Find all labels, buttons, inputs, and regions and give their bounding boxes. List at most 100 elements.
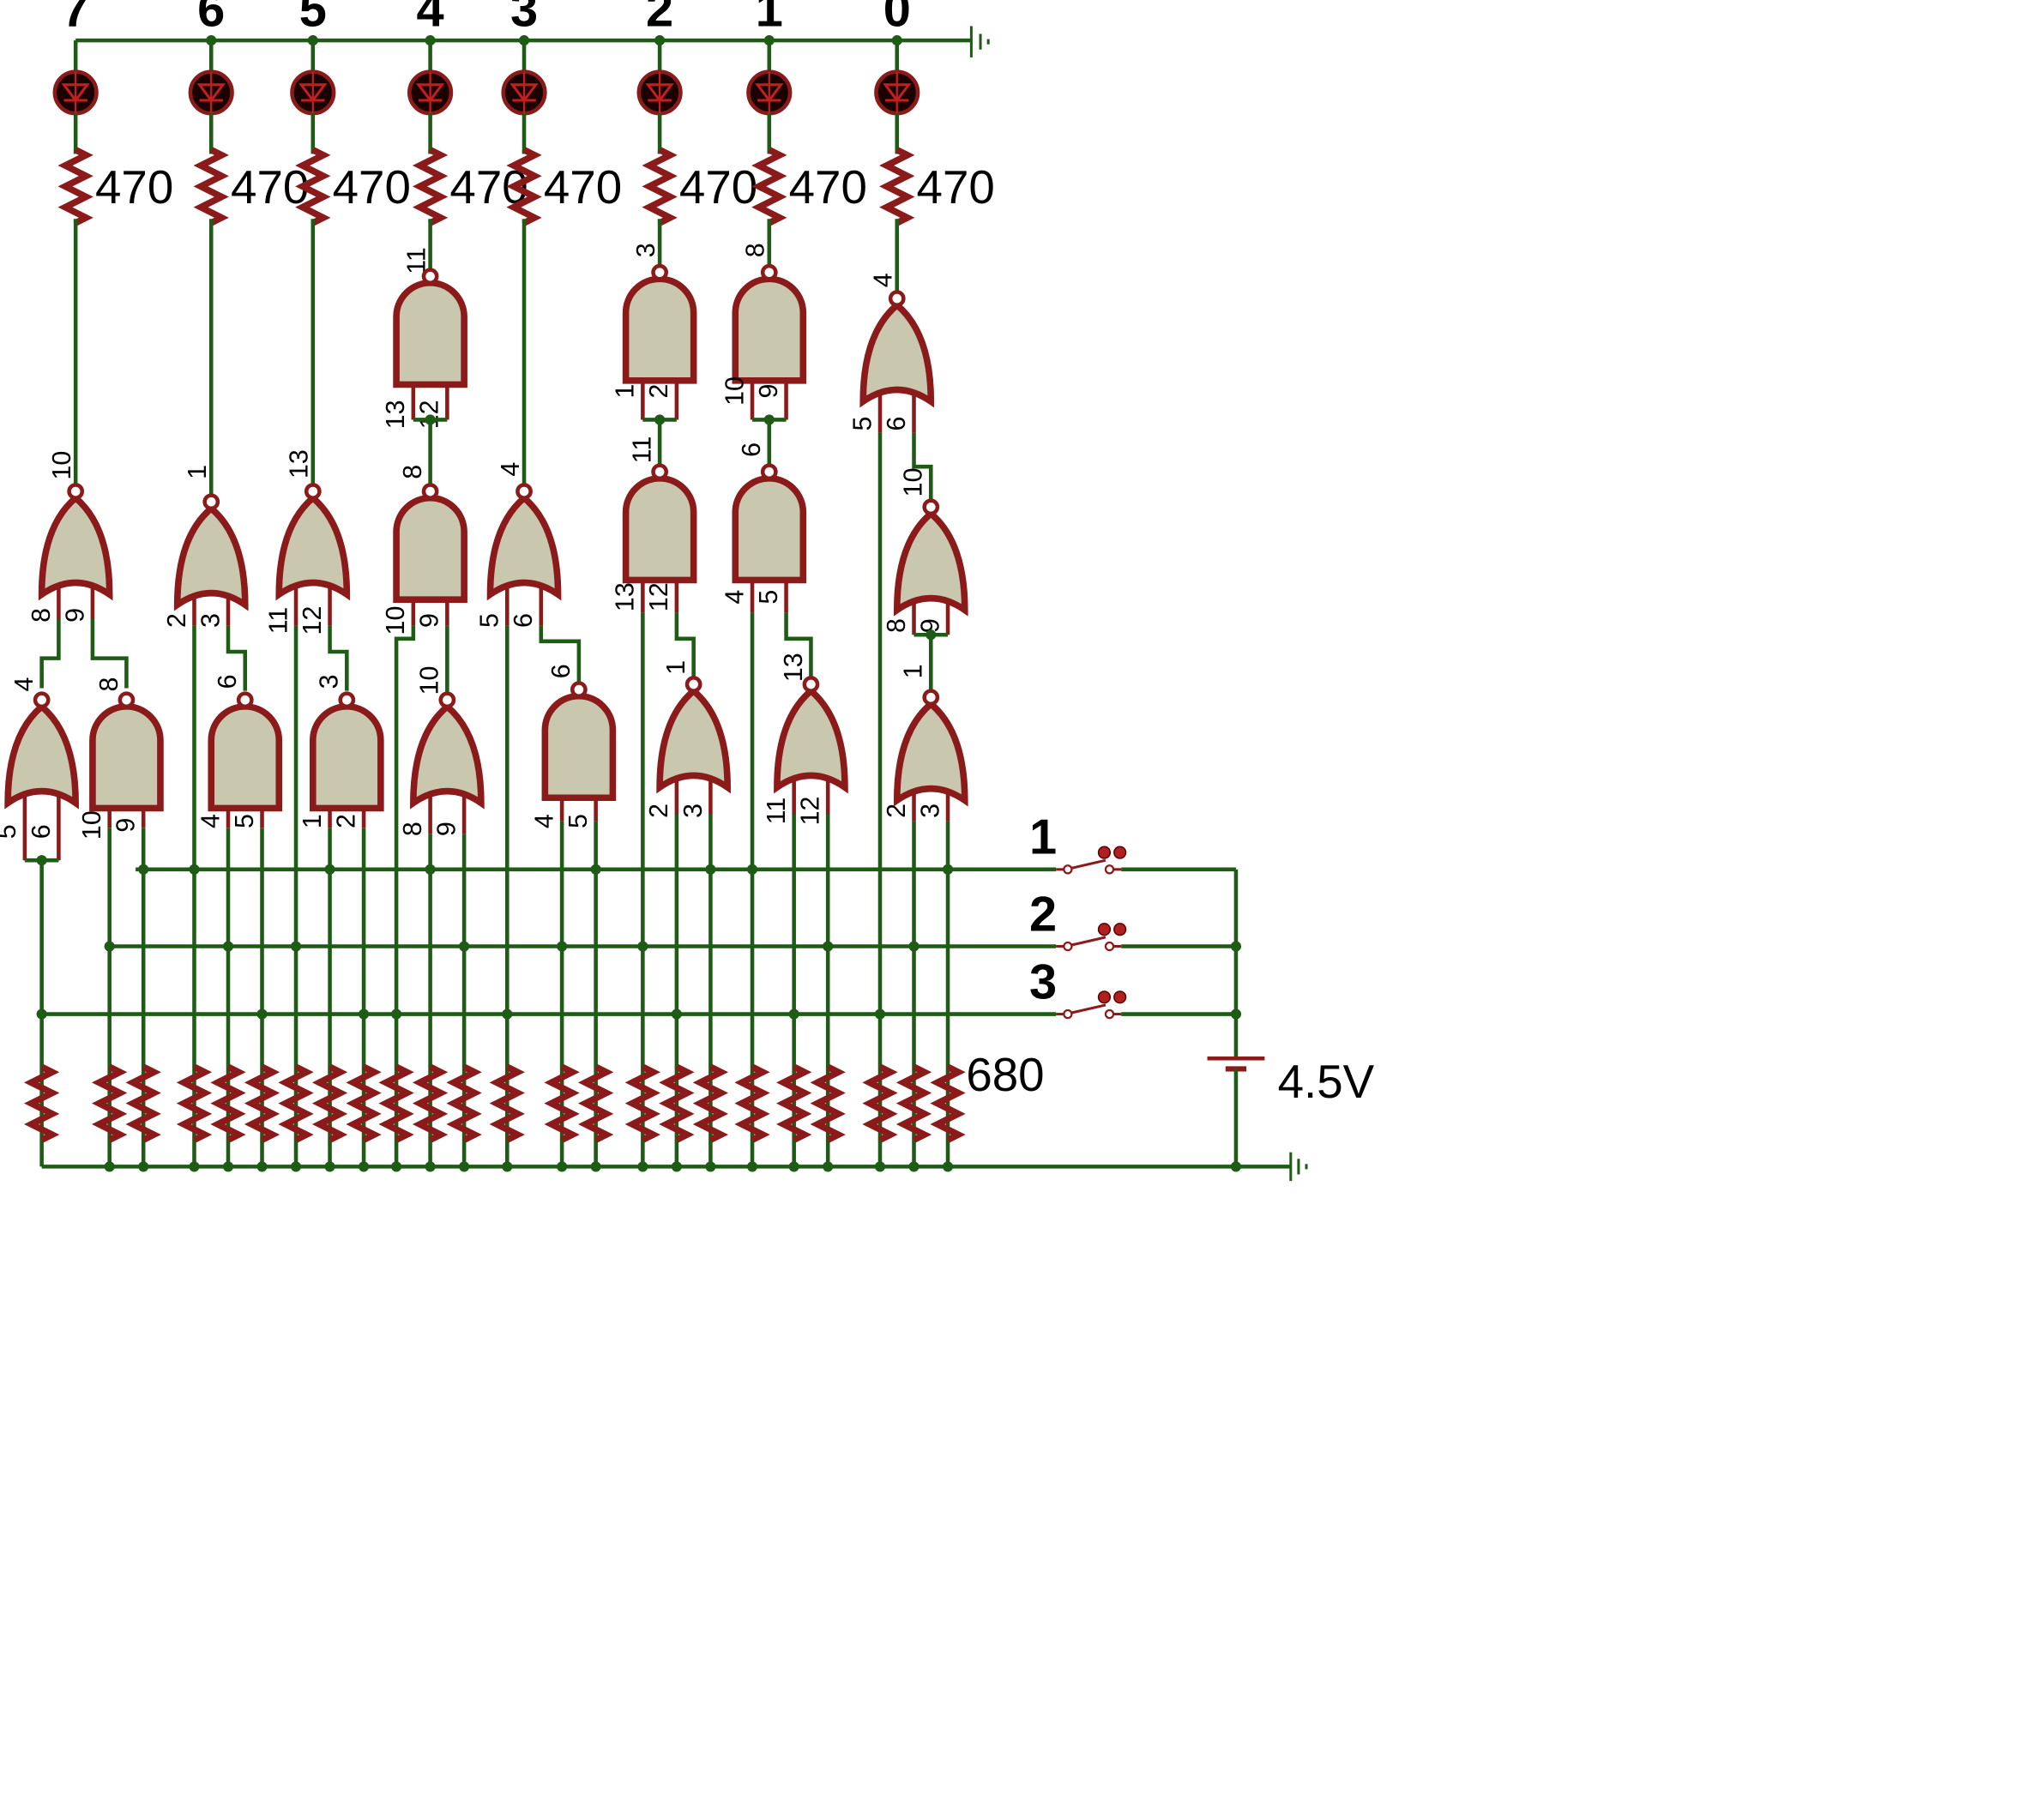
bit-label: 5 [299,0,327,37]
pin-number: 8 [27,608,56,623]
pin-number: 5 [0,824,21,839]
pin-number: 5 [230,814,259,828]
switch-button-icon[interactable] [1097,846,1112,859]
and-gate-b4 [393,483,467,603]
pulldown-resistor [210,1063,246,1143]
pulldown-resistor [378,1063,414,1143]
pin-number: 1 [611,384,640,399]
pulldown-resistor [862,1063,898,1143]
battery-icon [1207,1056,1265,1072]
pin-number: 9 [431,822,461,836]
pulldown-resistor [692,1063,729,1143]
nand-gate-b2 [622,463,697,584]
pulldown-resistor [577,1063,614,1143]
pin-number: 5 [754,590,783,605]
pin-number: 9 [415,613,444,628]
pin-number: 2 [162,613,191,628]
pin-number: 1 [899,664,928,678]
nand-gate-b2-top [622,263,697,384]
pin-number: 5 [847,417,877,431]
bit-label: 1 [756,0,783,37]
series-resistor [57,147,93,226]
switch-label: 2 [1029,887,1057,942]
switch-button-icon[interactable] [1097,990,1112,1004]
pin-number: 4 [529,814,558,828]
pin-number: 9 [754,384,783,399]
resistor-value: 470 [789,160,867,214]
pin-number: 6 [546,664,576,678]
pulldown-resistor [92,1063,128,1143]
pulldown-resistor [895,1063,932,1143]
battery-voltage: 4.5V [1278,1055,1375,1108]
or-gate-b0 [893,689,968,807]
pin-number: 8 [398,465,427,479]
pin-number: 9 [915,618,944,633]
pin-number: 13 [285,449,314,479]
pin-number: 6 [509,613,538,628]
pin-number: 5 [564,814,593,828]
pin-number: 12 [796,797,825,826]
switch-button-icon[interactable] [1113,846,1127,859]
pulldown-resistor [544,1063,580,1143]
switch-button-icon[interactable] [1097,923,1112,936]
wire [539,625,582,684]
junction-dot [1230,1161,1242,1172]
pulldown-resistor [311,1063,348,1143]
or-gate-b3 [486,483,562,601]
switch-2[interactable] [1056,923,1127,952]
pulldown-resistor [734,1063,770,1143]
pin-number: 4 [9,677,39,691]
bit-label: 7 [62,0,89,37]
nand-gate-b1-top [732,263,807,384]
switch-button-icon[interactable] [1113,990,1127,1004]
pulldown-resistor [489,1063,525,1143]
bit-label: 4 [417,0,444,37]
pin-number: 6 [737,442,766,457]
switch-label: 3 [1029,954,1057,1009]
pulldown-resistor [412,1063,449,1143]
or-gate-b7-lower [4,691,79,810]
pin-number: 6 [27,824,56,839]
led-icon [874,69,920,116]
pulldown-resistor [446,1063,482,1143]
pin-number: 10 [415,666,444,695]
led-icon [501,69,547,116]
pin-number: 4 [869,273,898,287]
pin-number: 13 [611,582,640,611]
pin-number: 4 [496,462,525,477]
pulldown-resistor [176,1063,213,1143]
series-resistor [642,147,678,226]
resistor-value: 470 [231,160,309,214]
pin-number: 12 [298,606,327,635]
resistor-value: 470 [95,160,173,214]
resistor-value: 470 [917,160,995,214]
pulldown-resistor [125,1063,161,1143]
pin-number: 10 [47,451,76,480]
pin-number: 6 [882,417,911,431]
bit-label: 2 [646,0,673,37]
pin-number: 1 [183,465,212,479]
pulldown-resistor-value: 680 [966,1048,1044,1101]
series-resistor [412,147,449,226]
led-icon [290,69,336,116]
resistor-value: 470 [679,160,757,214]
pin-number: 6 [213,675,242,689]
switch-button-icon[interactable] [1113,923,1127,936]
nand-gate-b5 [309,691,384,812]
pin-number: 3 [915,804,944,818]
pulldown-resistor [624,1063,661,1143]
led-icon [746,69,793,116]
pin-number: 3 [196,613,225,628]
series-resistor [751,147,787,226]
wire [226,625,248,691]
pin-number: 2 [644,384,673,399]
switch-1[interactable] [1056,846,1127,875]
pin-number: 3 [315,675,344,689]
nand-gate-b3 [541,681,617,802]
pulldown-resistor [23,1063,60,1143]
pin-number: 13 [381,400,410,429]
pin-number: 2 [331,814,360,828]
switch-3[interactable] [1056,990,1127,1020]
pin-number: 2 [882,804,911,818]
